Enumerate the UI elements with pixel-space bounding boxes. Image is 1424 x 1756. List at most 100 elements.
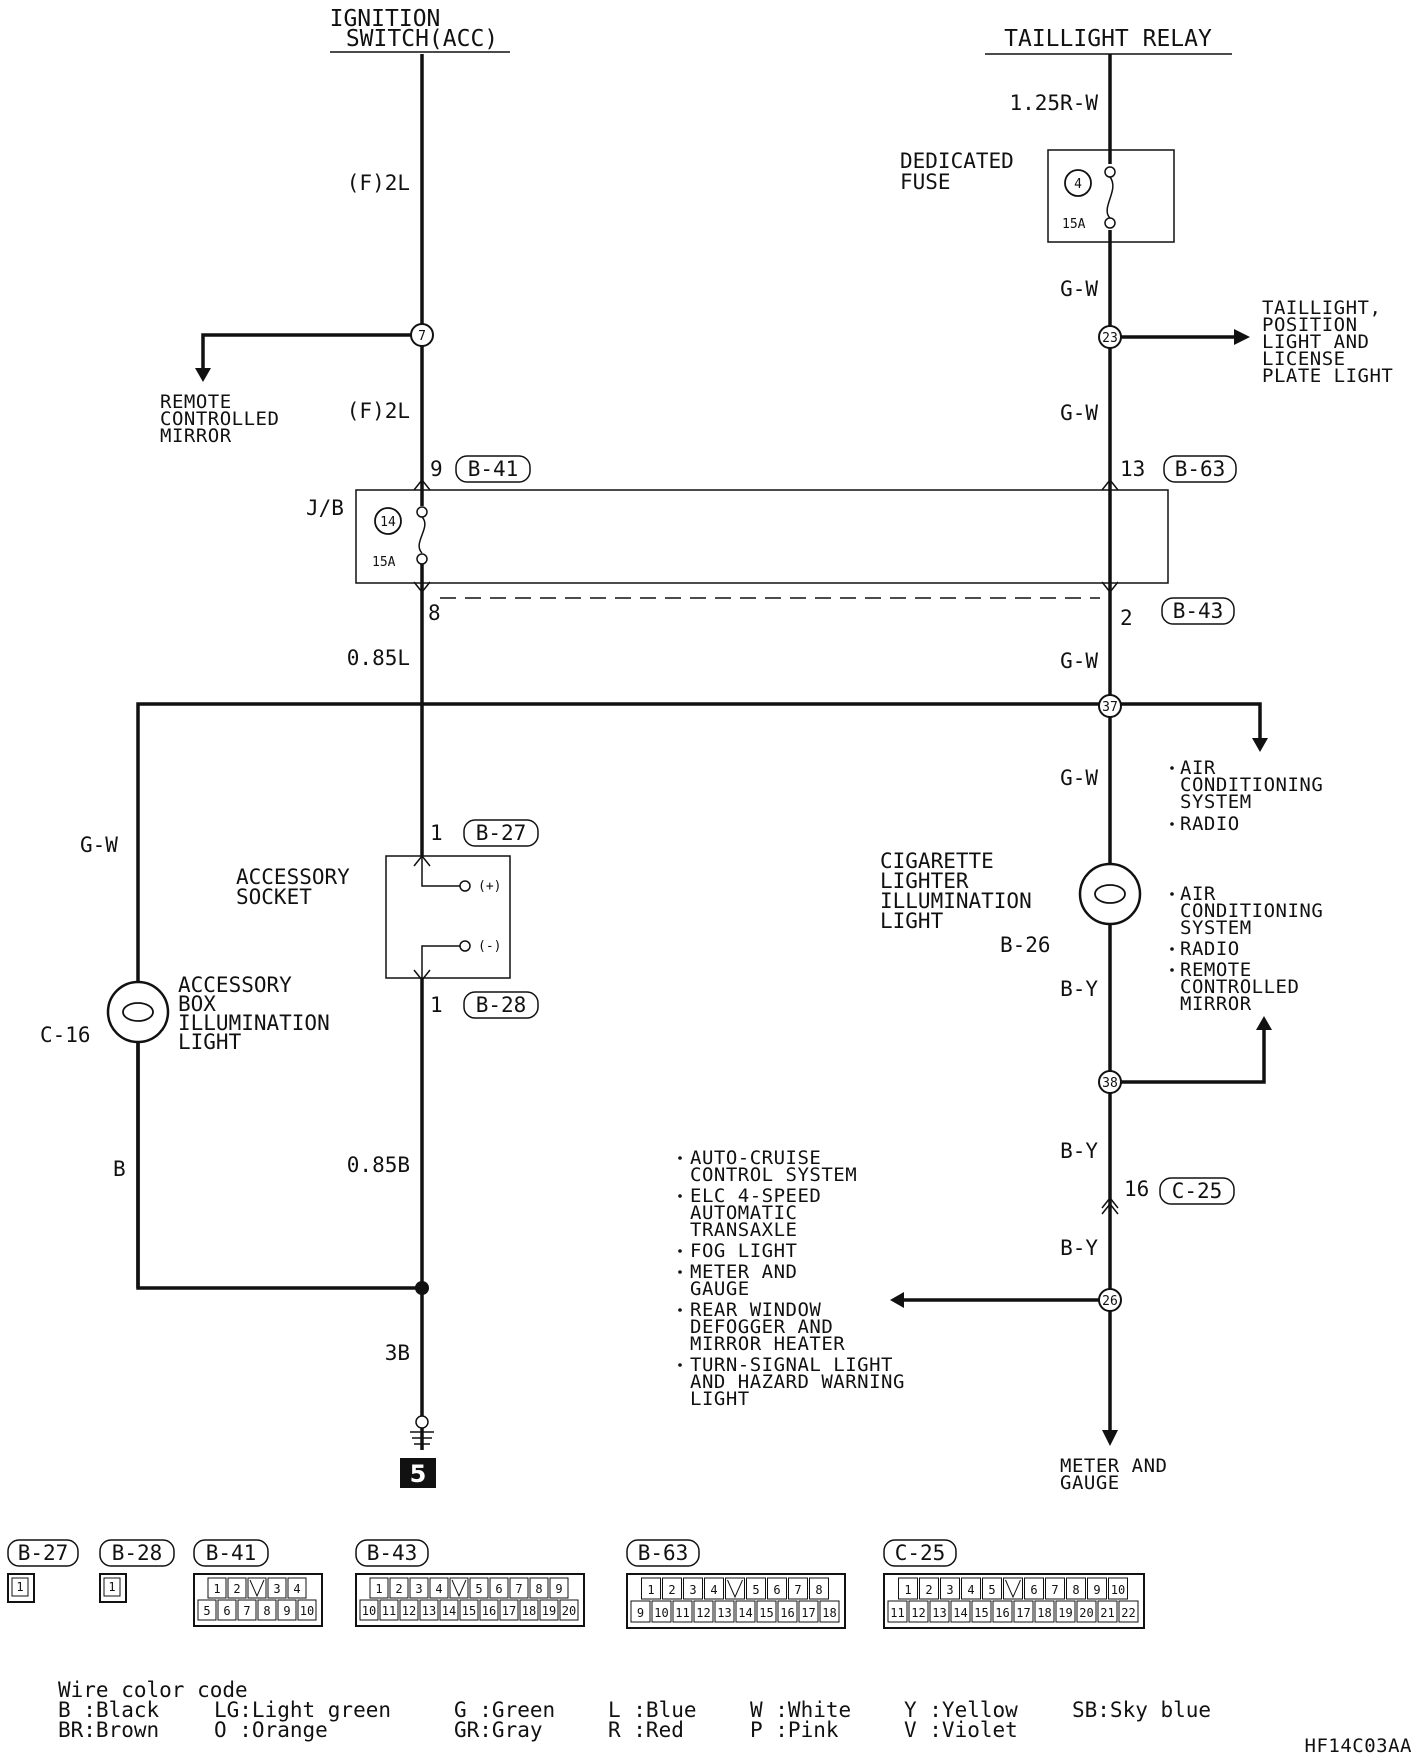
dedicated-fuse-element-icon <box>1106 176 1114 219</box>
connector-pin-number: 6 <box>773 1583 780 1597</box>
connector-pin-cell <box>919 1577 939 1600</box>
connector-pin-cell <box>1108 1577 1128 1600</box>
wire-label-gw-4: G-W <box>1060 766 1098 790</box>
bullet <box>1170 947 1174 951</box>
connector-pin-cell <box>788 1577 808 1600</box>
legend-r2-2: GR:Gray <box>454 1718 543 1742</box>
connector-pin-cell <box>1118 1600 1139 1623</box>
connector-pin-cell <box>1076 1600 1097 1623</box>
connector-pin-cell <box>529 1577 549 1599</box>
connector-pin-number: 4 <box>967 1583 974 1597</box>
dedicated-fuse-number-circle <box>1064 169 1092 197</box>
connector-pin-cell <box>929 1600 950 1623</box>
accessory-socket-box <box>385 855 511 979</box>
connector-pin-cell <box>449 1577 469 1599</box>
connector-pin-number: 15 <box>759 1606 773 1620</box>
connector-pin-number: 14 <box>953 1606 967 1620</box>
acc-box-label-4: LIGHT <box>178 1030 242 1054</box>
connector-pin-cell <box>369 1577 389 1599</box>
connector-pin-number: 3 <box>689 1583 696 1597</box>
connector-pin-number: 7 <box>515 1582 522 1596</box>
ignition-title-line2: SWITCH(ACC) <box>346 26 498 52</box>
connector-pin-number: 17 <box>801 1606 815 1620</box>
connector-pin-number: 3 <box>415 1582 422 1596</box>
dedicated-fuse-number: 4 <box>1074 177 1082 192</box>
b27-name: B-27 <box>476 821 527 845</box>
connector-view-tag <box>355 1539 429 1567</box>
connector-pin-number: 12 <box>696 1606 710 1620</box>
dedicated-fuse-label-1: DEDICATED <box>900 149 1014 173</box>
wire-label-by-3: B-Y <box>1060 1236 1098 1260</box>
connector-pin-cell <box>1013 1600 1034 1623</box>
b28-connector-tag <box>463 991 539 1019</box>
connector-view-name: B-43 <box>367 1541 418 1565</box>
jb-fuse-number: 14 <box>380 515 396 530</box>
ground-terminal <box>415 1415 429 1429</box>
bullet <box>1170 968 1174 972</box>
connector-pin-number: 2 <box>668 1583 675 1597</box>
connector-pin-cell <box>1024 1577 1044 1600</box>
ground-splice-dot <box>415 1281 429 1295</box>
connector-pin-number: 13 <box>422 1604 436 1618</box>
connector-pin-cell <box>419 1599 439 1621</box>
junction-23-label: 23 <box>1102 331 1118 346</box>
connector-pin-number: 9 <box>1093 1583 1100 1597</box>
cig-code: B-26 <box>1000 933 1051 957</box>
connector-pin-cell <box>519 1599 539 1621</box>
connector-pin-number: 7 <box>794 1583 801 1597</box>
connector-pin-number: 20 <box>1079 1606 1093 1620</box>
bullet <box>1170 766 1174 770</box>
taillight-relay-title: TAILLIGHT RELAY <box>1004 26 1212 52</box>
wire-label-125rw: 1.25R-W <box>1009 91 1098 115</box>
bullet <box>678 1249 682 1253</box>
dest-list3-4: AUTOMATIC <box>690 1202 797 1224</box>
connector-pin-cell <box>693 1600 714 1623</box>
connector-pin-cell <box>509 1577 529 1599</box>
connector-view-name: B-41 <box>206 1541 257 1565</box>
connector-pin-number: 10 <box>300 1604 314 1618</box>
connector-view-name: B-28 <box>112 1541 163 1565</box>
connector-pin-number: 8 <box>535 1582 542 1596</box>
dest-list3-5: TRANSAXLE <box>690 1219 797 1241</box>
socket-plus-label: (+) <box>478 879 501 894</box>
socket-plus-lead <box>421 856 460 887</box>
connector-pin-number: 1 <box>375 1582 382 1596</box>
figure-code: HF14C03AA <box>1305 1735 1413 1756</box>
junction-37 <box>1098 694 1122 718</box>
connector-pin-cell <box>1087 1577 1107 1600</box>
connector-pin-number: 16 <box>780 1606 794 1620</box>
connector-pin-cell <box>798 1600 819 1623</box>
connector-pin-number: 5 <box>988 1583 995 1597</box>
bullet <box>1170 892 1174 896</box>
connector-pin-number: 16 <box>482 1604 496 1618</box>
connector-pin-number: 15 <box>462 1604 476 1618</box>
cig-lamp-icon <box>1078 862 1142 926</box>
cig-lamp-filament-icon <box>1094 884 1126 904</box>
connector-pin-number: 14 <box>738 1606 752 1620</box>
connector-view-name: B-27 <box>18 1541 69 1565</box>
arrow-meter-icon <box>1102 1430 1118 1446</box>
connector-pin-number: 6 <box>495 1582 502 1596</box>
legend-r1-0: B :Black <box>58 1698 160 1722</box>
connector-pin-number: 14 <box>442 1604 456 1618</box>
dest-remote-mirror-2: CONTROLLED <box>160 408 279 430</box>
connector-pin-cell <box>237 1599 257 1621</box>
connector-pin-cell <box>756 1600 777 1623</box>
connector-view-tag <box>7 1539 79 1567</box>
b28-name: B-28 <box>476 993 527 1017</box>
wire-b-left-ground <box>136 1042 422 1290</box>
connector-pin-cell <box>683 1577 703 1600</box>
dest-taillight-1: TAILLIGHT, <box>1262 297 1381 319</box>
dest-list1-4: RADIO <box>1180 813 1240 835</box>
bullet <box>678 1363 682 1367</box>
connector-pin-cell <box>227 1577 247 1599</box>
connector-pin-number: 18 <box>822 1606 836 1620</box>
ground-point-badge <box>400 1458 436 1488</box>
connector-pin-cell <box>267 1577 287 1599</box>
connector-pin-number: 13 <box>932 1606 946 1620</box>
connector-pin-number: 5 <box>475 1582 482 1596</box>
wire-label-b-left: B <box>113 1157 126 1181</box>
ground-point-number: 5 <box>410 1460 427 1488</box>
dest-list3-1: AUTO-CRUISE <box>690 1147 821 1169</box>
wire-label-3b: 3B <box>385 1341 410 1365</box>
